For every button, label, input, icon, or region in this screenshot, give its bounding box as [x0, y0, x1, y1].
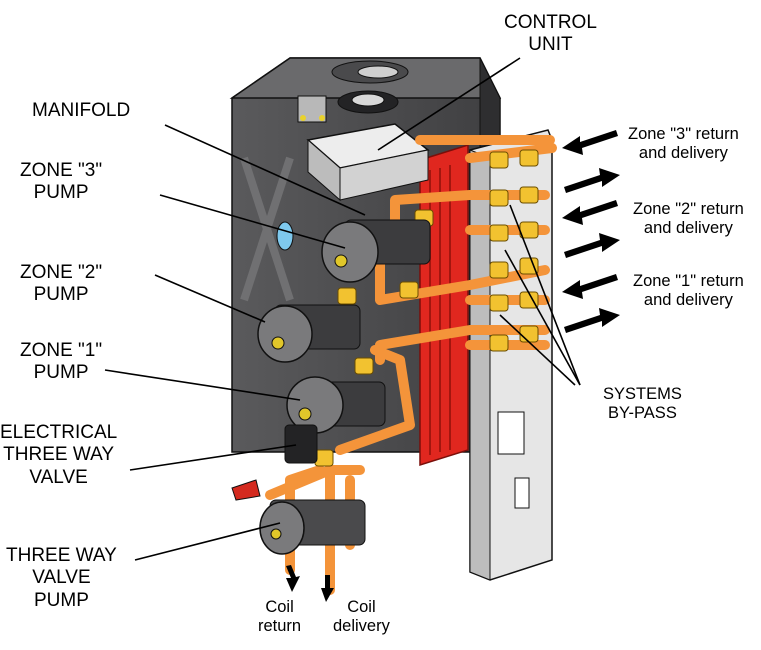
label-coil-return: Coil return [258, 598, 301, 637]
control-unit-box [306, 123, 430, 202]
label-line: SYSTEMS [603, 385, 682, 403]
label-line: PUMP [33, 362, 89, 384]
label-line: ZONE "2" [20, 262, 103, 283]
flow-arrows [286, 130, 620, 602]
label-line: THREE WAY [3, 444, 115, 466]
label-line: VALVE [29, 466, 88, 488]
label-line: Zone "3" return [628, 125, 739, 143]
label-zone1-return-delivery: Zone "1" return and delivery [633, 272, 744, 311]
label-coil-delivery: Coil delivery [333, 598, 390, 637]
label-zone3-return-delivery: Zone "3" return and delivery [628, 125, 739, 164]
electrical-valve [284, 424, 318, 464]
label-line: Coil [347, 598, 376, 616]
leader-lines [104, 57, 581, 561]
label-line: BY-PASS [608, 404, 677, 423]
three-way-valve-pump [231, 479, 366, 555]
label-three-way-valve-pump: THREE WAY VALVE PUMP [6, 545, 117, 612]
label-line: ZONE "3" [20, 160, 103, 181]
label-zone1-pump: ZONE "1" PUMP [20, 340, 102, 385]
label-control-unit: CONTROL UNIT [504, 12, 597, 57]
label-line: Zone "1" return [633, 272, 744, 290]
label-line: Coil [265, 598, 294, 616]
label-line: and delivery [643, 219, 733, 238]
label-line: and delivery [643, 291, 733, 310]
label-line: and delivery [638, 144, 728, 163]
label-line: Zone "2" return [633, 200, 744, 218]
label-line: PUMP [33, 589, 89, 611]
label-manifold: MANIFOLD [32, 100, 130, 122]
label-line: PUMP [33, 284, 89, 306]
label-zone3-pump: ZONE "3" PUMP [20, 160, 102, 205]
label-electrical-three-way-valve: ELECTRICAL THREE WAY VALVE [0, 422, 117, 489]
bypass-panel [469, 129, 553, 581]
zone2-pump [257, 304, 361, 363]
label-line: VALVE [32, 567, 91, 589]
label-systems-bypass: SYSTEMS BY-PASS [603, 385, 682, 424]
label-zone2-return-delivery: Zone "2" return and delivery [633, 200, 744, 239]
label-line: MANIFOLD [32, 100, 131, 121]
label-zone2-pump: ZONE "2" PUMP [20, 262, 102, 307]
zone1-pump [286, 376, 386, 434]
label-line: delivery [333, 617, 390, 636]
label-line: CONTROL [504, 12, 597, 33]
label-line: THREE WAY [6, 545, 117, 566]
label-line: ELECTRICAL [0, 422, 118, 443]
label-line: ZONE "1" [20, 340, 103, 361]
label-line: UNIT [528, 34, 573, 56]
label-line: PUMP [33, 182, 89, 204]
zone3-pump [321, 219, 431, 283]
label-line: return [258, 617, 302, 636]
